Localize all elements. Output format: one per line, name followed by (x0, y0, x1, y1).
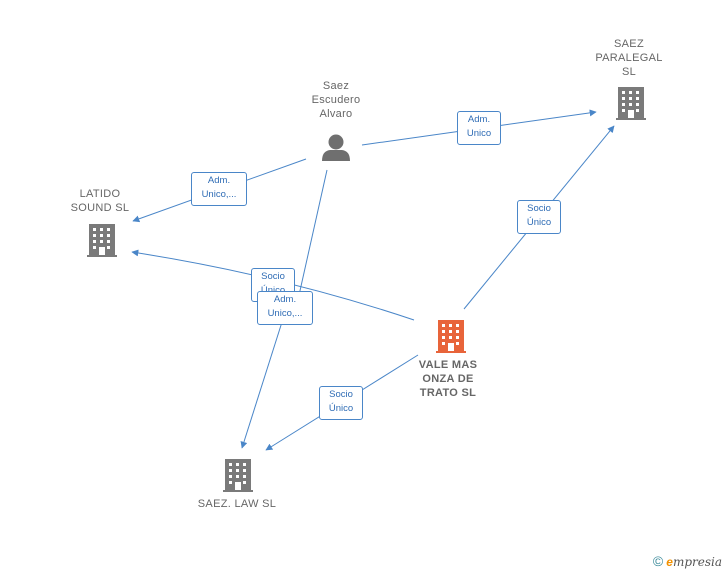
building-icon-latido-sound[interactable] (87, 224, 117, 257)
node-label-saez-paralegal[interactable]: SAEZ PARALEGAL SL (595, 38, 663, 78)
person-icon[interactable] (322, 134, 350, 162)
building-icon-saez-paralegal[interactable] (616, 87, 646, 120)
node-label-saez-law[interactable]: SAEZ. LAW SL (197, 498, 277, 510)
node-label-vale-mas[interactable]: VALE MAS ONZA DE TRATO SL (418, 359, 478, 399)
node-label-saez-escudero[interactable]: Saez Escudero Alvaro (311, 80, 361, 120)
building-icon-vale-mas[interactable] (436, 320, 466, 353)
edge-label-vale-law[interactable]: Socio Único (319, 386, 363, 420)
copyright-symbol: © (652, 553, 664, 569)
edge-label-escudero-paralegal[interactable]: Adm. Unico (457, 111, 501, 145)
brand-name: mpresia (672, 555, 722, 569)
node-label-latido-sound[interactable]: LATIDO SOUND SL (70, 188, 130, 214)
edge-escudero-law (240, 321, 283, 449)
footer-brand: ©empresia (653, 553, 722, 569)
edge-label-escudero-law[interactable]: Adm. Unico,... (257, 291, 313, 325)
building-icon-saez-law[interactable] (223, 459, 253, 492)
brand-initial: e (666, 555, 673, 569)
edge-label-vale-paralegal[interactable]: Socio Único (517, 200, 561, 234)
edge-label-escudero-latido[interactable]: Adm. Unico,... (191, 172, 247, 206)
